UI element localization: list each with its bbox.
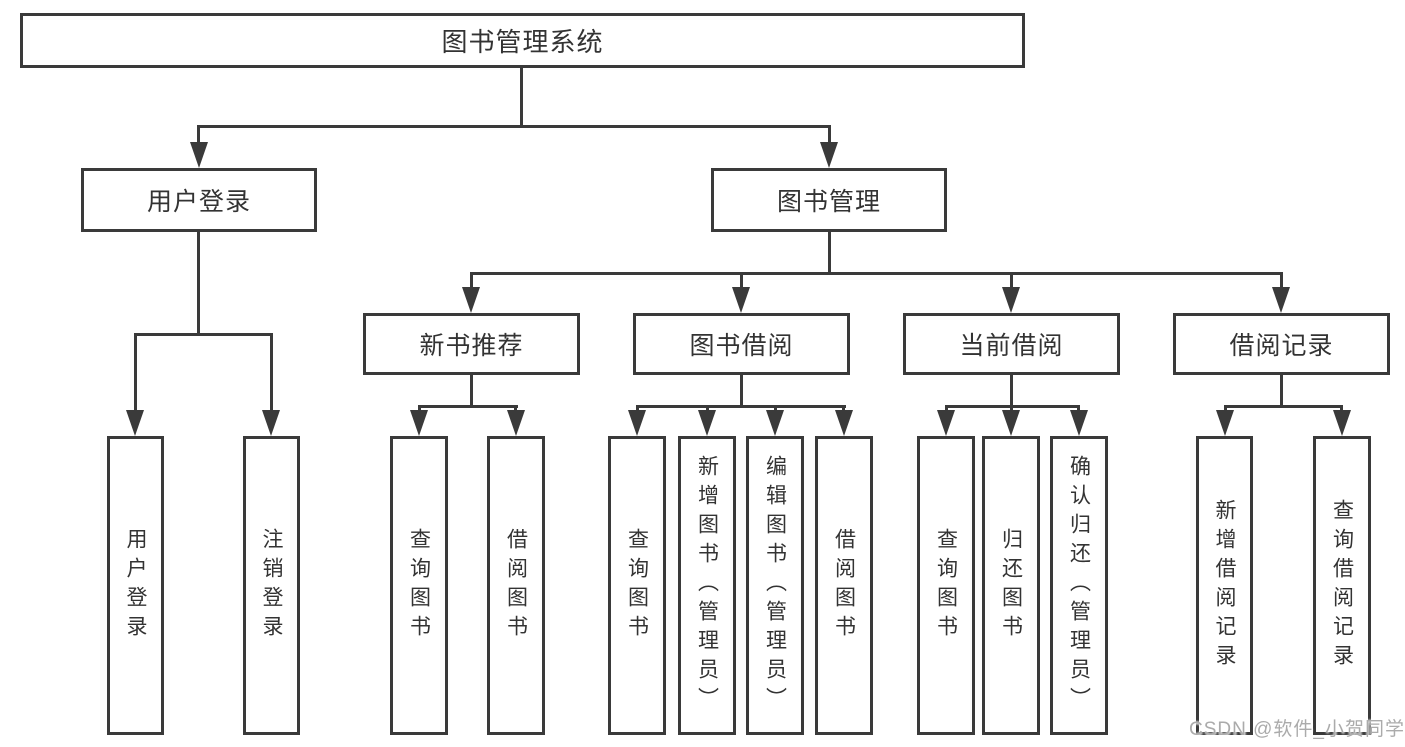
node-cb-query-box: 查询图书 — [917, 436, 975, 735]
connector-line — [636, 405, 846, 408]
node-bb-query-label: 查询图书 — [625, 527, 649, 644]
node-nbr-query-box: 查询图书 — [390, 436, 448, 735]
node-br-query-label: 查询借阅记录 — [1330, 498, 1354, 673]
connector-line — [470, 272, 1283, 275]
node-borrow-record-box: 借阅记录 — [1173, 313, 1390, 375]
node-login-box: 用户登录 — [107, 436, 164, 735]
connector-line — [740, 272, 743, 290]
node-borrow-record-label: 借阅记录 — [1229, 332, 1334, 360]
node-nbr-borrow-box: 借阅图书 — [487, 436, 545, 735]
connector-line — [945, 405, 948, 413]
arrow-down-icon — [262, 410, 280, 436]
connector-line — [1010, 372, 1013, 408]
node-book-borrow-box: 图书借阅 — [633, 313, 850, 375]
connector-line — [197, 125, 200, 145]
arrow-down-icon — [126, 410, 144, 436]
node-new-book-rec-box: 新书推荐 — [363, 313, 580, 375]
watermark: CSDN @软件_小贺同学 — [1189, 719, 1405, 740]
node-root-box: 图书管理系统 — [20, 13, 1025, 68]
node-br-add-box: 新增借阅记录 — [1196, 436, 1253, 735]
node-user-login-box: 用户登录 — [81, 168, 317, 232]
node-bb-edit-label: 编辑图书（管理员） — [763, 455, 787, 716]
connector-line — [842, 405, 845, 413]
connector-line — [1280, 372, 1283, 408]
arrow-down-icon — [462, 287, 480, 313]
arrow-down-icon — [1002, 287, 1020, 313]
node-bb-borrow-box: 借阅图书 — [815, 436, 873, 735]
arrow-down-icon — [937, 410, 955, 436]
arrow-down-icon — [835, 410, 853, 436]
connector-line — [270, 333, 273, 413]
node-nbr-query-label: 查询图书 — [407, 527, 431, 644]
connector-line — [1224, 405, 1343, 408]
node-cb-return-label: 归还图书 — [999, 527, 1023, 644]
connector-line — [134, 333, 273, 336]
node-logout-label: 注销登录 — [260, 527, 283, 644]
connector-line — [1010, 272, 1013, 290]
arrow-down-icon — [507, 410, 525, 436]
arrow-down-icon — [628, 410, 646, 436]
node-user-login-label: 用户登录 — [146, 188, 251, 216]
node-book-borrow-label: 图书借阅 — [689, 332, 794, 360]
connector-line — [1280, 272, 1283, 290]
arrow-down-icon — [1002, 410, 1020, 436]
node-cb-confirm-label: 确认归还（管理员） — [1067, 455, 1091, 716]
node-current-borrow-label: 当前借阅 — [959, 332, 1064, 360]
arrow-down-icon — [820, 142, 838, 168]
connector-line — [418, 405, 518, 408]
connector-line — [520, 66, 523, 127]
connector-line — [740, 372, 743, 408]
arrow-down-icon — [766, 410, 784, 436]
node-cb-query-label: 查询图书 — [934, 527, 958, 644]
connector-line — [636, 405, 639, 413]
node-bb-add-box: 新增图书（管理员） — [678, 436, 736, 735]
connector-line — [197, 229, 200, 336]
arrow-down-icon — [1070, 410, 1088, 436]
connector-line — [134, 333, 137, 413]
node-current-borrow-box: 当前借阅 — [903, 313, 1120, 375]
connector-line — [470, 272, 473, 290]
node-root-label: 图书管理系统 — [441, 27, 604, 57]
arrow-down-icon — [698, 410, 716, 436]
connector-line — [418, 405, 421, 413]
node-login-label: 用户登录 — [124, 527, 147, 644]
arrow-down-icon — [410, 410, 428, 436]
connector-line — [1340, 405, 1343, 413]
node-bb-borrow-label: 借阅图书 — [832, 527, 856, 644]
connector-line — [774, 405, 777, 413]
connector-line — [828, 229, 831, 275]
arrow-down-icon — [1216, 410, 1234, 436]
node-bb-query-box: 查询图书 — [608, 436, 666, 735]
connector-line — [828, 125, 831, 145]
node-br-add-label: 新增借阅记录 — [1213, 498, 1236, 673]
arrow-down-icon — [1333, 410, 1351, 436]
arrow-down-icon — [1272, 287, 1290, 313]
arrow-down-icon — [732, 287, 750, 313]
node-logout-box: 注销登录 — [243, 436, 300, 735]
node-nbr-borrow-label: 借阅图书 — [504, 527, 528, 644]
connector-line — [197, 125, 831, 128]
connector-line — [1077, 405, 1080, 413]
connector-line — [1224, 405, 1227, 413]
connector-line — [1010, 405, 1013, 413]
arrow-down-icon — [190, 142, 208, 168]
node-cb-return-box: 归还图书 — [982, 436, 1040, 735]
node-bb-add-label: 新增图书（管理员） — [695, 455, 719, 716]
node-cb-confirm-box: 确认归还（管理员） — [1050, 436, 1108, 735]
connector-line — [470, 372, 473, 408]
node-bb-edit-box: 编辑图书（管理员） — [746, 436, 804, 735]
node-book-mgmt-box: 图书管理 — [711, 168, 947, 232]
node-new-book-rec-label: 新书推荐 — [419, 332, 524, 360]
node-br-query-box: 查询借阅记录 — [1313, 436, 1371, 735]
node-book-mgmt-label: 图书管理 — [776, 188, 881, 216]
connector-line — [706, 405, 709, 413]
connector-line — [514, 405, 517, 413]
